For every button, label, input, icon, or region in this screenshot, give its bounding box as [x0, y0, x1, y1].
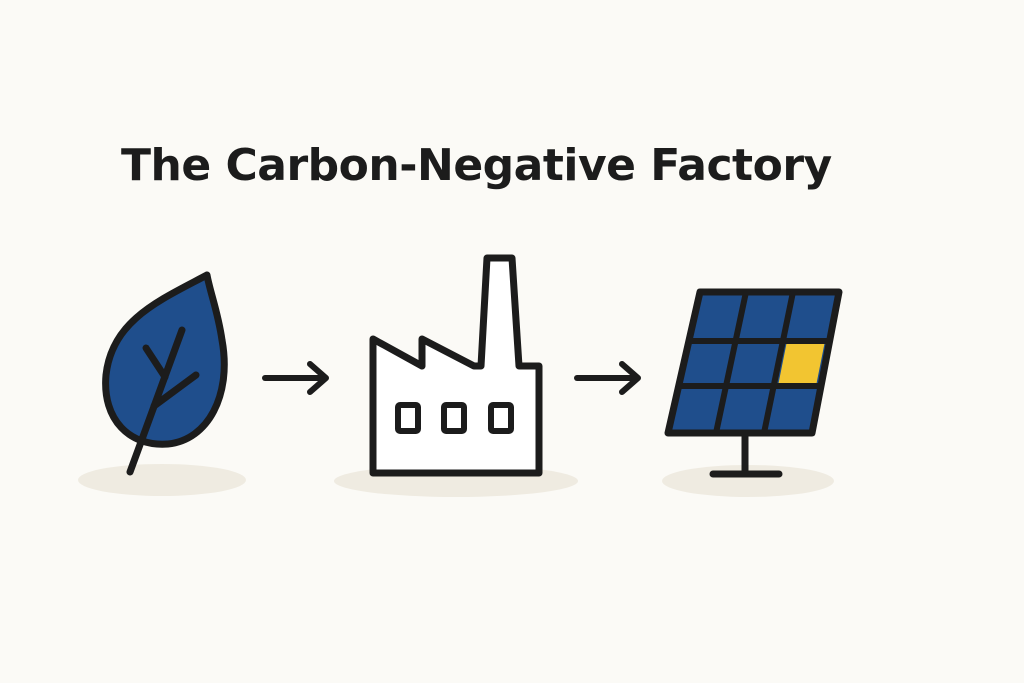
solar-panel-shadow — [662, 465, 834, 497]
factory-window — [395, 402, 421, 434]
arrow-right-icon — [262, 361, 329, 395]
leaf-icon — [102, 271, 228, 476]
solar-cell-highlight — [778, 341, 825, 386]
factory-icon — [369, 254, 543, 477]
factory-window — [488, 402, 514, 434]
solar-panel-icon — [664, 288, 843, 478]
diagram-title: The Carbon-Negative Factory — [121, 140, 832, 191]
arrow-right-icon — [574, 361, 641, 395]
factory-window — [441, 402, 467, 434]
leaf-shadow — [78, 464, 246, 496]
